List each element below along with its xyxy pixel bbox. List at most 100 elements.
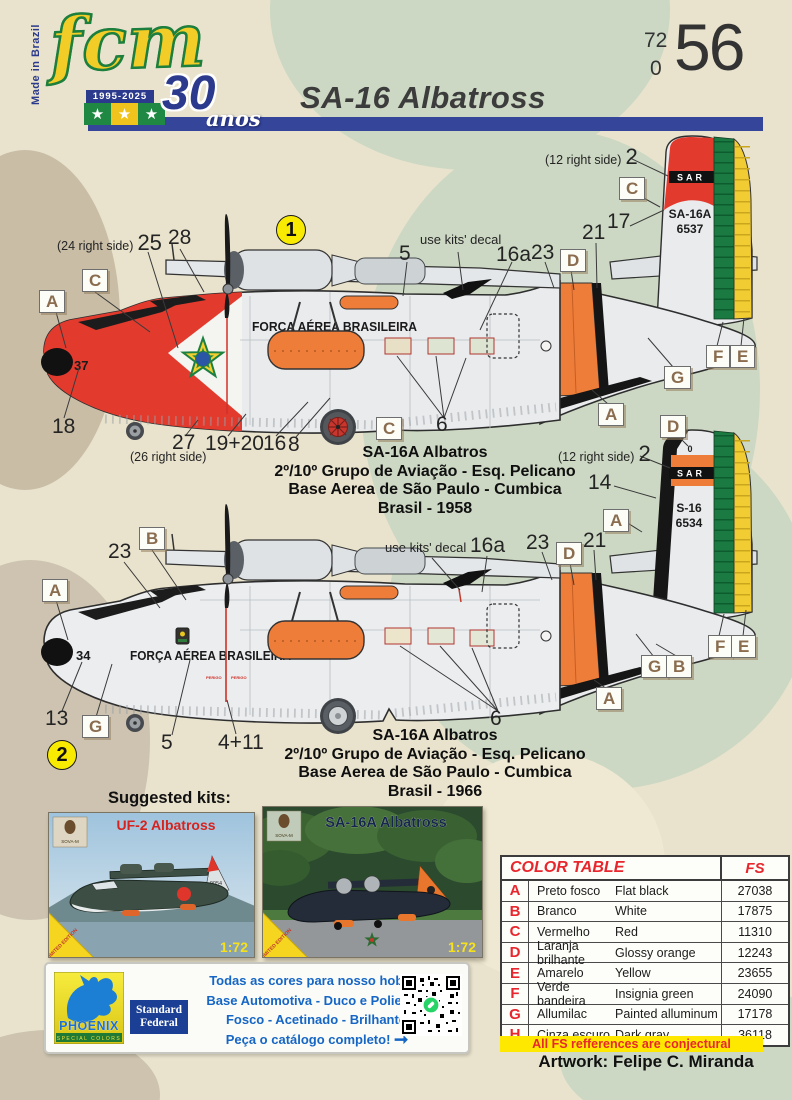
- tail-code-serial: 6534: [676, 516, 703, 530]
- qr-code: [400, 974, 462, 1036]
- kit-art-aircraft: 9054: [69, 855, 230, 916]
- artwork-credit: Artwork: Felipe C. Miranda: [538, 1052, 754, 1071]
- phoenix-brand: PHOENIX: [59, 1019, 119, 1033]
- callout-letter-G: G: [82, 715, 110, 738]
- header-blue-bar: [88, 117, 763, 131]
- kit-box-sa16a: SOVA-M SA-16A Albatross LIMITED EDITION …: [250, 806, 499, 961]
- logo-star-band: ★ ★ ★: [84, 103, 165, 125]
- nose-number-1: 37: [74, 358, 88, 373]
- note-use-kits-decal: use kits' decal: [420, 232, 502, 247]
- anniversary-years: 1995-2025: [86, 90, 154, 103]
- callout-23: 23: [526, 531, 550, 554]
- star-icon: ★: [138, 103, 165, 125]
- caption-profile-2: SA-16A Albatros 2º/10º Grupo de Aviação …: [284, 727, 586, 800]
- perigo-label: PERIGO: [206, 675, 222, 680]
- callout-letter-D: D: [660, 415, 687, 438]
- callout-23: 23: [108, 540, 132, 563]
- callout-letter-A: A: [42, 579, 69, 602]
- callout-24-right-side-25: (24 right side)25: [57, 230, 162, 255]
- profile-1-badge: 1: [276, 215, 306, 245]
- advert-line: Peça o catálogo completo! ➞: [225, 1029, 409, 1049]
- callout-letter-F: F: [706, 345, 731, 368]
- callout-16a: 16a: [470, 534, 506, 557]
- kit-brand: SOVA-M: [275, 833, 293, 838]
- callout-letter-B: B: [666, 655, 693, 678]
- callout-5: 5: [161, 731, 173, 754]
- whatsapp-icon: [427, 1001, 435, 1009]
- tail-code-type: S-16: [676, 501, 702, 515]
- color-table-fs-header: FS: [720, 857, 788, 879]
- callout-28: 28: [168, 226, 192, 249]
- profile-2-badge: 2: [47, 740, 77, 770]
- callout-17: 17: [607, 210, 631, 233]
- caption-profile-1: SA-16A Albatros 2º/10º Grupo de Aviação …: [274, 444, 576, 517]
- anniversary-number: 30: [162, 67, 216, 120]
- fin-zero: 0: [687, 444, 692, 454]
- phoenix-logo: PHOENIX SPECIAL COLORS: [54, 972, 124, 1044]
- scale-number: 72: [644, 29, 668, 52]
- fab-emblem: [364, 932, 380, 947]
- callout-14: 14: [588, 471, 612, 494]
- callout-6: 6: [490, 707, 502, 730]
- nose-number-2: 34: [76, 648, 91, 663]
- callout-letter-C: C: [619, 177, 646, 200]
- callout-letter-A: A: [39, 290, 66, 313]
- callout-5: 5: [399, 242, 411, 265]
- phoenix-bird-icon: [66, 975, 118, 1023]
- callout-12-right-side-2: (12 right side)2: [545, 144, 638, 169]
- callout-21: 21: [582, 221, 606, 244]
- made-in-brazil-label: Made in Brazil: [30, 24, 42, 105]
- kit-art-aircraft: [287, 865, 451, 930]
- anniversary-word: anos: [206, 106, 261, 131]
- fuselage-title-2: FORÇA AÉREA BRASILEIRA: [130, 648, 291, 663]
- callout-letter-A: A: [603, 509, 630, 532]
- callout-27: 27: [172, 431, 196, 454]
- callout-19-20: 19+20: [205, 432, 264, 455]
- aircraft-profile-1: SAR SA-16A 6537 37: [41, 135, 758, 445]
- callout-12-right-side-2: (12 right side)2: [558, 441, 651, 466]
- kit-box-uf2: 9054 SOVA-M UF-2 Albatross LIMITED EDITI…: [45, 812, 255, 961]
- tail-code-serial: 6537: [677, 222, 704, 236]
- paint-advert-panel: PHOENIX SPECIAL COLORS Standard Federal …: [44, 962, 470, 1054]
- leader-lines-2: [55, 431, 747, 736]
- callout-21: 21: [583, 529, 607, 552]
- phoenix-tagline: SPECIAL COLORS: [57, 1036, 121, 1042]
- callout-letter-E: E: [730, 345, 756, 368]
- advert-text: Todas as cores para nosso hobby! Base Au…: [192, 971, 440, 1049]
- callout-8: 8: [288, 433, 300, 456]
- callout-letter-D: D: [556, 542, 583, 565]
- tail-sar-label: SAR: [677, 173, 705, 183]
- callout-letter-F: F: [708, 635, 733, 658]
- suggested-kits-heading: Suggested kits:: [108, 789, 231, 807]
- fab-star-roundel: [180, 334, 226, 379]
- callout-26-right-side: (26 right side): [130, 450, 207, 464]
- tail-sar-label: SAR: [677, 469, 705, 479]
- callout-letter-C: C: [82, 269, 109, 292]
- callout-letter-C: C: [376, 417, 403, 440]
- callout-letter-E: E: [731, 635, 757, 658]
- kit-scale: 1:72: [220, 939, 248, 955]
- callout-4-11: 4+11: [218, 731, 264, 754]
- callout-16: 16: [263, 432, 287, 455]
- sheet-number: 56: [674, 10, 745, 84]
- kit-title: SA-16A Albatross: [325, 815, 446, 831]
- standard-federal-logo: Standard Federal: [130, 1000, 188, 1034]
- callout-letter-G: G: [664, 366, 692, 389]
- advert-line: Fosco - Acetinado - Brilhante: [225, 1012, 407, 1027]
- callout-letter-A: A: [598, 403, 625, 426]
- tail-code-type: SA-16A: [669, 207, 712, 221]
- kit-scale: 1:72: [448, 939, 476, 955]
- color-table-header: COLOR TABLE FS: [502, 857, 788, 881]
- advert-line: Base Automotiva - Duco e Poliester: [206, 992, 426, 1008]
- callout-13: 13: [45, 707, 69, 730]
- advert-line: Todas as cores para nosso hobby!: [209, 973, 423, 988]
- kit-title: UF-2 Albatross: [116, 817, 215, 833]
